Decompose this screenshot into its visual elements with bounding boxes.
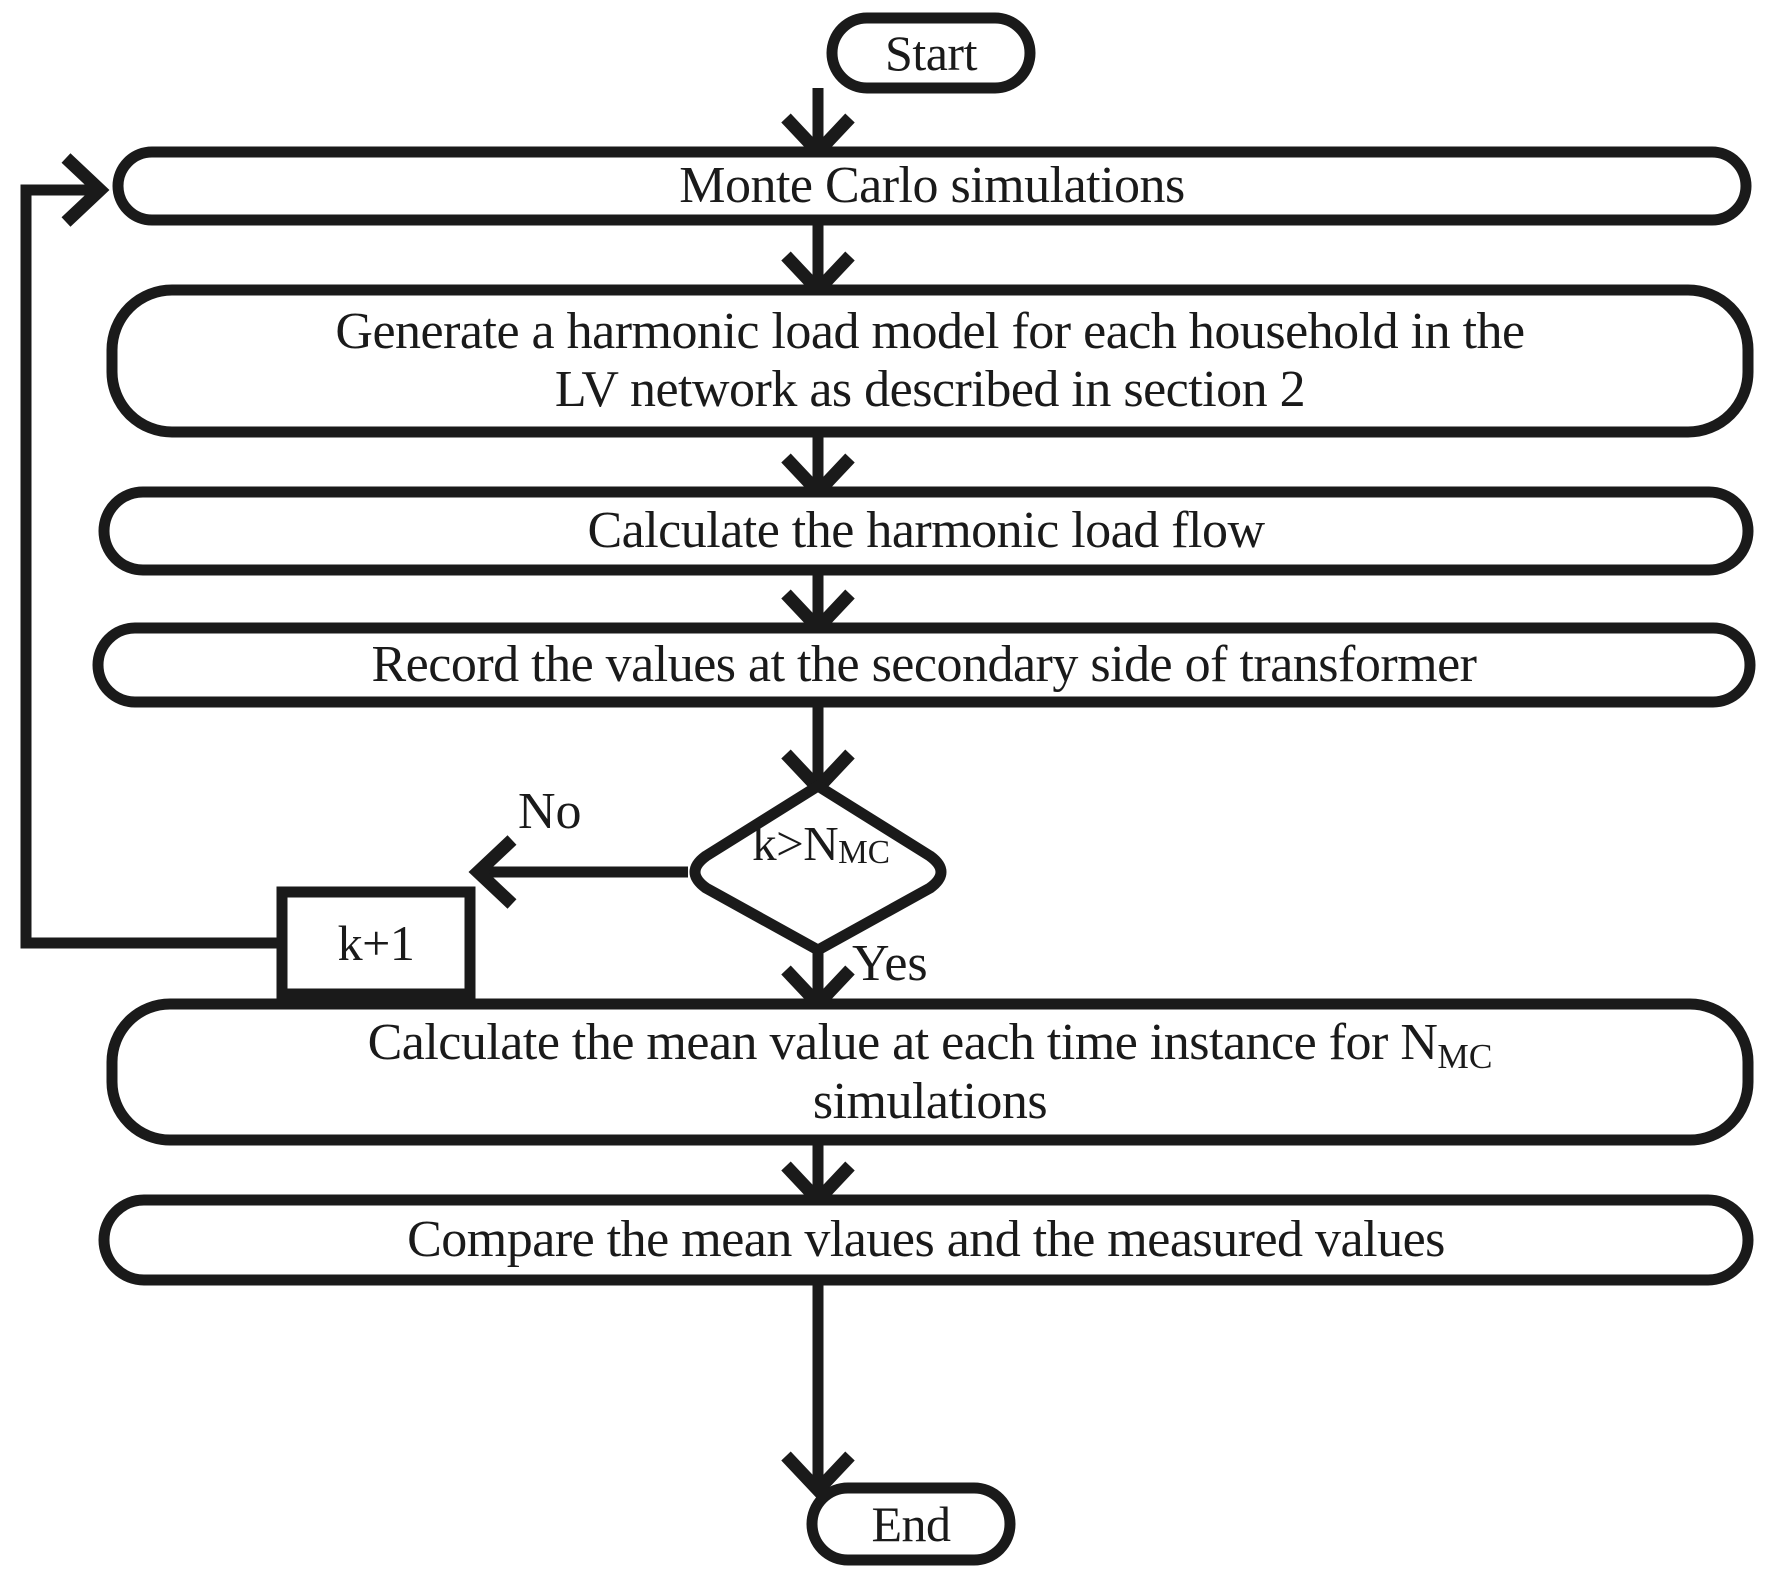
arrowhead-feedback-loop bbox=[61, 153, 110, 227]
node-generate-model-shape[interactable] bbox=[106, 284, 1754, 438]
arrowhead-end bbox=[781, 1451, 855, 1500]
node-compare-shape[interactable] bbox=[98, 1194, 1754, 1286]
node-end-shape[interactable] bbox=[806, 1482, 1016, 1566]
node-record-values-shape[interactable] bbox=[92, 622, 1756, 708]
node-increment-shape[interactable] bbox=[276, 886, 476, 1000]
edge-feedback-loop bbox=[20, 184, 282, 949]
edge-label-yes: Yes bbox=[852, 935, 928, 992]
edge-label-no: No bbox=[518, 783, 582, 840]
node-calc-flow-shape[interactable] bbox=[98, 486, 1754, 576]
node-start-shape[interactable] bbox=[826, 12, 1036, 94]
node-monte-carlo-shape[interactable] bbox=[112, 146, 1752, 226]
node-calc-mean-shape[interactable] bbox=[106, 998, 1754, 1146]
arrowhead-increment bbox=[468, 835, 517, 909]
node-decision-shape[interactable] bbox=[689, 779, 947, 957]
